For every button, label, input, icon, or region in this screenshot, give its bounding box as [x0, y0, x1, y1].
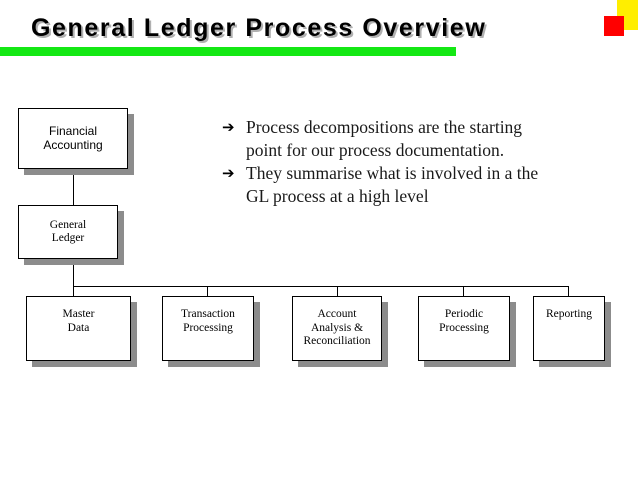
bullet-text: They summarise what is involved in a the…: [246, 163, 539, 206]
node-label: Reporting: [546, 308, 592, 320]
process-node-reporting: Reporting: [533, 296, 605, 361]
connector-drop-account-analysis: [337, 286, 339, 296]
connector-drop-master-data: [73, 286, 75, 296]
list-item: ➔ Process decompositions are the startin…: [222, 116, 552, 162]
connector-drop-transaction-processing: [207, 286, 209, 296]
connector-drop-periodic-processing: [463, 286, 465, 296]
list-item: ➔ They summarise what is involved in a t…: [222, 162, 552, 208]
arrow-bullet-icon: ➔: [222, 164, 235, 182]
connector-drop-reporting: [568, 286, 570, 296]
connector-financial-to-gl: [73, 169, 75, 205]
title-underline-rule: [0, 47, 456, 56]
connector-horizontal-bus: [73, 286, 569, 288]
connector-gl-to-bus: [73, 259, 75, 287]
bullet-list: ➔ Process decompositions are the startin…: [222, 116, 552, 208]
bullet-text: Process decompositions are the starting …: [246, 117, 523, 160]
red-square-decoration: [604, 16, 624, 36]
page-title: General Ledger Process Overview: [31, 14, 487, 42]
arrow-bullet-icon: ➔: [222, 118, 235, 136]
